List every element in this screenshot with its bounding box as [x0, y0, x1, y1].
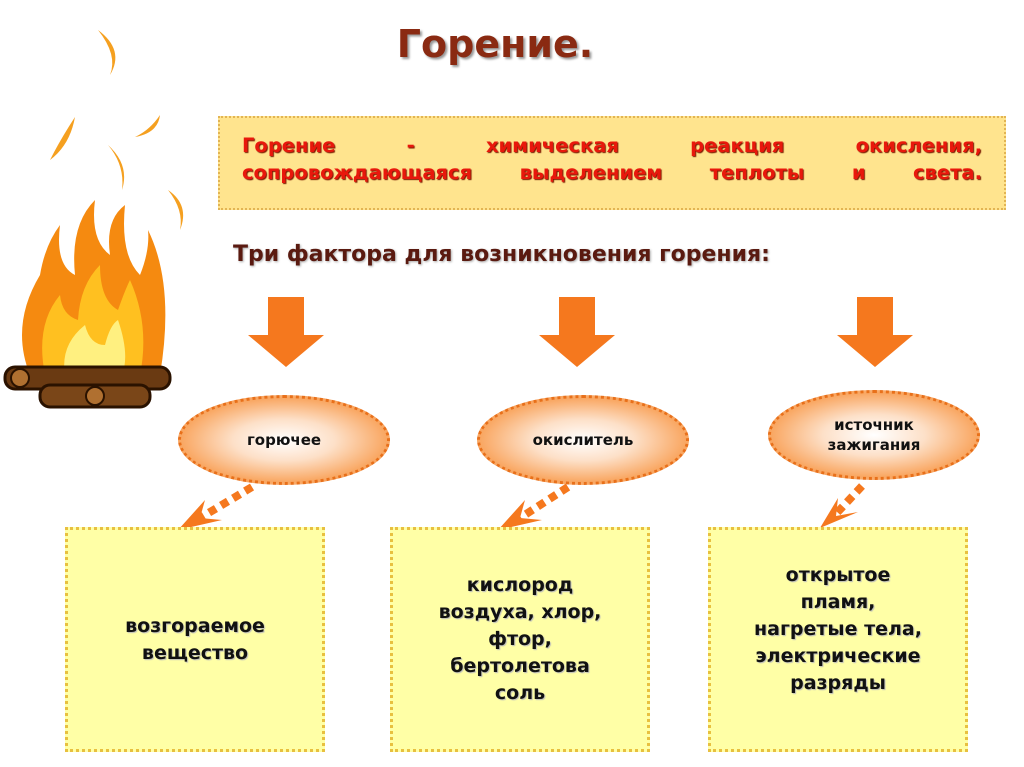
- example-box-ignition: открытое пламя, нагретые тела, электриче…: [708, 527, 968, 752]
- example-line: разряды: [790, 672, 886, 694]
- example-line: электрические: [755, 645, 921, 667]
- example-line: фтор,: [488, 628, 552, 650]
- arrowhead-icon: [178, 500, 222, 530]
- down-arrow-icon: [539, 297, 615, 367]
- example-line: пламя,: [800, 591, 876, 613]
- dotted-arrow: [517, 483, 571, 522]
- flame-icon: [22, 200, 166, 375]
- definition-line: сопровождающаяся выделением теплоты и св…: [242, 161, 982, 184]
- example-line: вещество: [141, 641, 249, 664]
- definition-line: Горение - химическая реакция окисления,: [242, 134, 982, 157]
- definition-box: Горение - химическая реакция окисления, …: [218, 116, 1006, 210]
- down-arrow-icon: [837, 297, 913, 367]
- factor-label: горючее: [246, 431, 322, 449]
- factor-label: окислитель: [532, 431, 634, 449]
- arrowhead-icon: [498, 500, 542, 530]
- factor-label: источник: [834, 416, 914, 434]
- campfire-illustration: [3, 30, 184, 409]
- example-line: нагретые тела,: [754, 618, 922, 640]
- factors-heading: Три фактора для возникновения горения:: [233, 242, 770, 267]
- example-line: кислород: [466, 574, 574, 596]
- example-line: бертолетова: [450, 655, 590, 677]
- spark-icon: [50, 30, 184, 230]
- example-line: соль: [494, 682, 546, 704]
- factor-oxidizer: окислитель: [477, 395, 689, 485]
- example-box-oxidizer: кислород воздуха, хлор, фтор, бертолетов…: [390, 527, 650, 752]
- example-box-fuel: возгораемое вещество: [65, 527, 325, 752]
- example-line: возгораемое: [125, 614, 265, 637]
- example-line: открытое: [785, 564, 891, 586]
- page-title: Горение.: [396, 22, 594, 66]
- dotted-arrow: [197, 483, 255, 522]
- factor-ignition-source: источник зажигания: [768, 390, 980, 480]
- factor-fuel: горючее: [178, 395, 390, 485]
- factor-label: зажигания: [827, 436, 921, 454]
- arrowhead-icon: [820, 498, 858, 528]
- example-line: воздуха, хлор,: [438, 601, 602, 623]
- dotted-arrow: [831, 483, 865, 519]
- logs-icon: [3, 365, 172, 409]
- down-arrow-icon: [248, 297, 324, 367]
